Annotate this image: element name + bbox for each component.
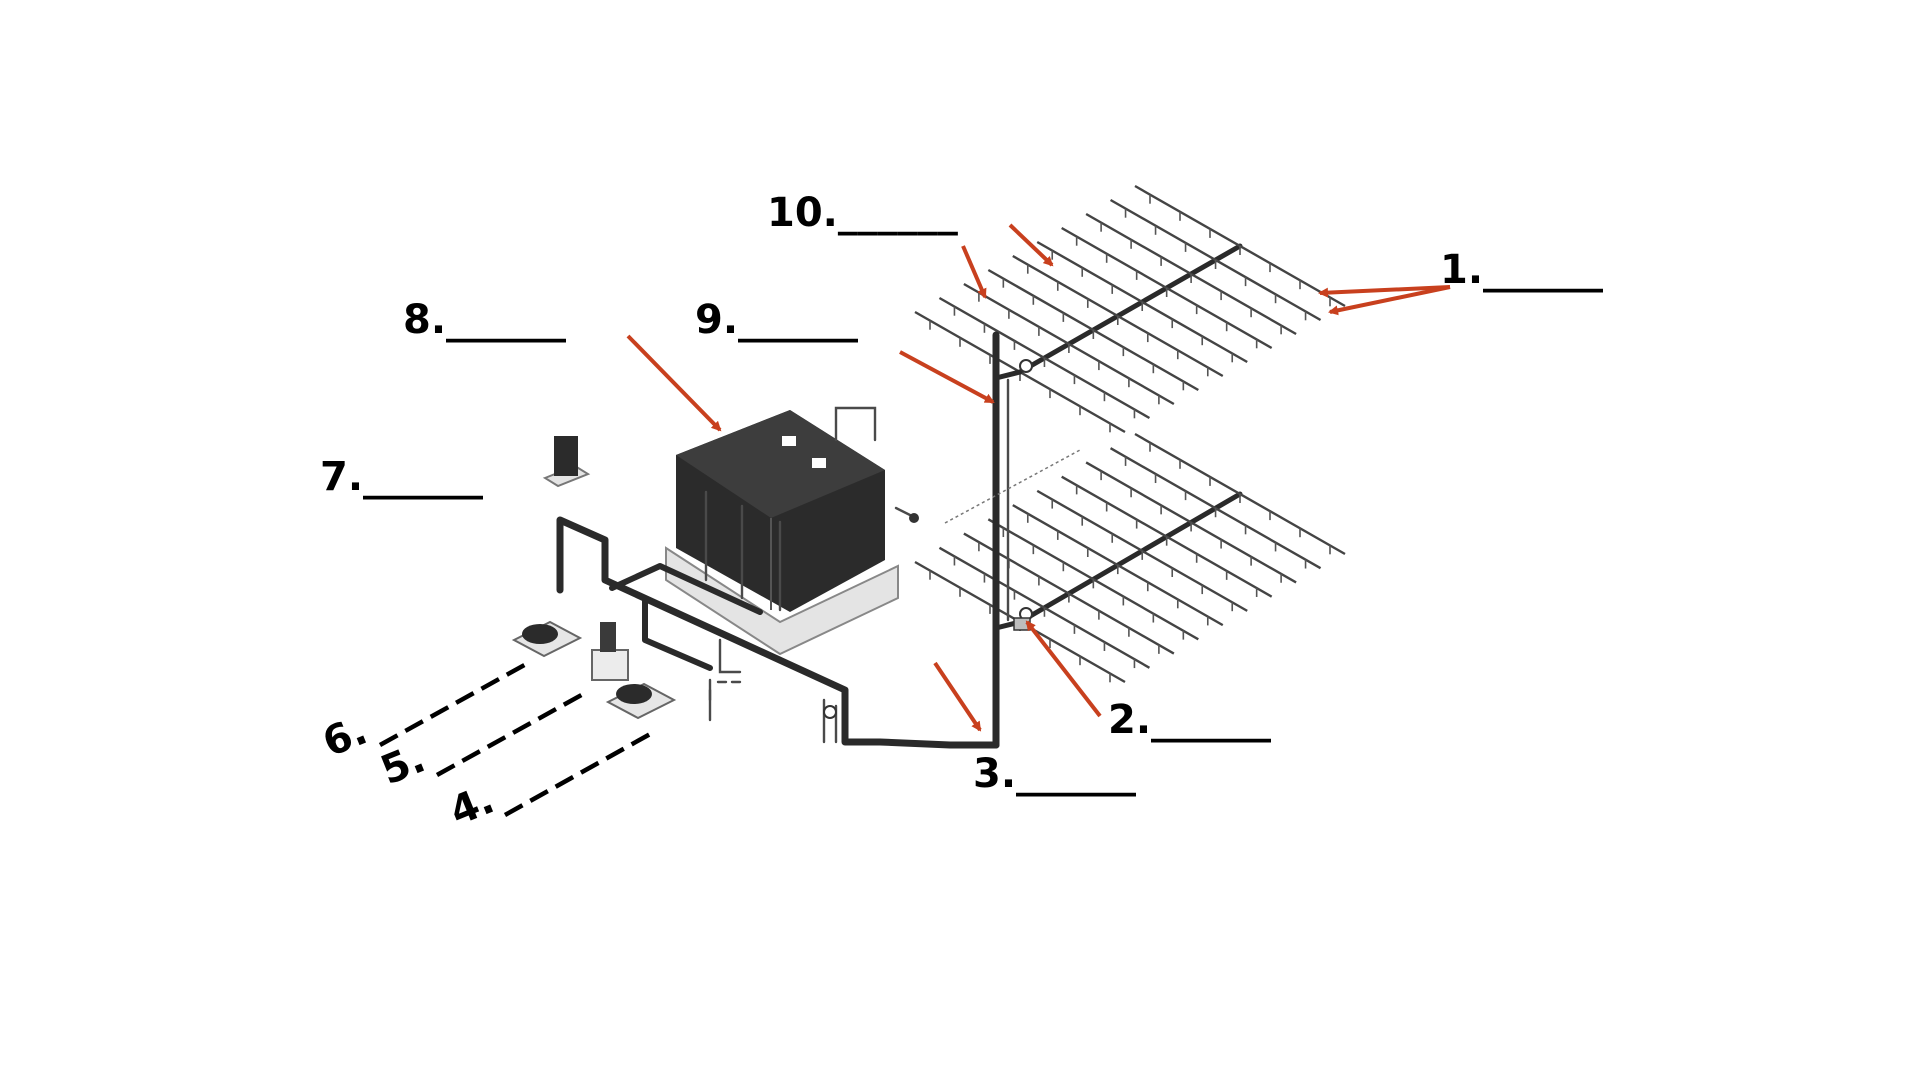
label-10: 10.______ [767, 190, 958, 236]
label-2: 2.______ [1108, 697, 1271, 743]
label-6: 6. [317, 708, 374, 767]
leader-6 [378, 661, 530, 747]
tank-vent-pipe [834, 406, 877, 442]
pump-group [511, 620, 742, 722]
tank-fill-valve [909, 513, 919, 523]
main-supply-pipe [556, 516, 1000, 749]
arrow-10a [961, 245, 987, 299]
arrow-1a [1318, 285, 1451, 298]
pump-header-pipe [609, 563, 763, 615]
upper-zone-valve [1019, 359, 1033, 373]
leader-4 [503, 731, 654, 817]
arrow-10b [1008, 223, 1054, 267]
labels: 1.______ 2.______ 3.______ 4. 5. 6. 7.__… [317, 190, 1604, 835]
upper-sprinkler-grid [914, 184, 1346, 434]
label-8: 8.______ [403, 297, 566, 343]
label-3: 3.______ [973, 751, 1136, 797]
test-valve [823, 705, 837, 719]
arrow-9 [899, 350, 995, 404]
arrow-1b [1328, 285, 1451, 316]
jockey-pump-motor [600, 622, 616, 652]
jockey-pump-base [591, 649, 629, 681]
upper-branch-lines [914, 184, 1346, 434]
label-4: 4. [444, 777, 501, 836]
water-storage-tank [665, 406, 919, 656]
arrow-2 [1025, 620, 1102, 718]
leader-5 [435, 691, 587, 777]
pump-gauges [708, 680, 742, 722]
lower-cross-main [1017, 491, 1243, 625]
tank-top [676, 410, 885, 518]
arrow-3 [933, 661, 982, 732]
upper-cross-main [1017, 243, 1243, 375]
riser [944, 331, 1081, 749]
pointer-arrows [626, 223, 1451, 732]
floor-separation-line [944, 449, 1081, 524]
pump-6-motor [522, 624, 558, 644]
pump-4-motor [616, 684, 652, 704]
lower-sprinkler-grid [914, 432, 1346, 684]
upper-floor-connection [993, 369, 1023, 381]
control-panel-cabinet [554, 436, 578, 476]
arrow-8 [626, 334, 722, 432]
label-9: 9.______ [695, 297, 858, 343]
label-1: 1.______ [1440, 247, 1603, 293]
tank-hatch-2 [812, 458, 826, 468]
tank-hatch-1 [782, 436, 796, 446]
control-panel [542, 436, 591, 488]
lower-branch-lines [914, 432, 1346, 684]
drain-pipes [708, 638, 742, 702]
tank-base [665, 546, 899, 656]
dashed-leaders [378, 661, 654, 817]
pump-discharge-pipe [642, 597, 713, 671]
label-7: 7.______ [320, 454, 483, 500]
main-supply-piping [556, 516, 1000, 749]
tank-overflow [894, 506, 914, 518]
